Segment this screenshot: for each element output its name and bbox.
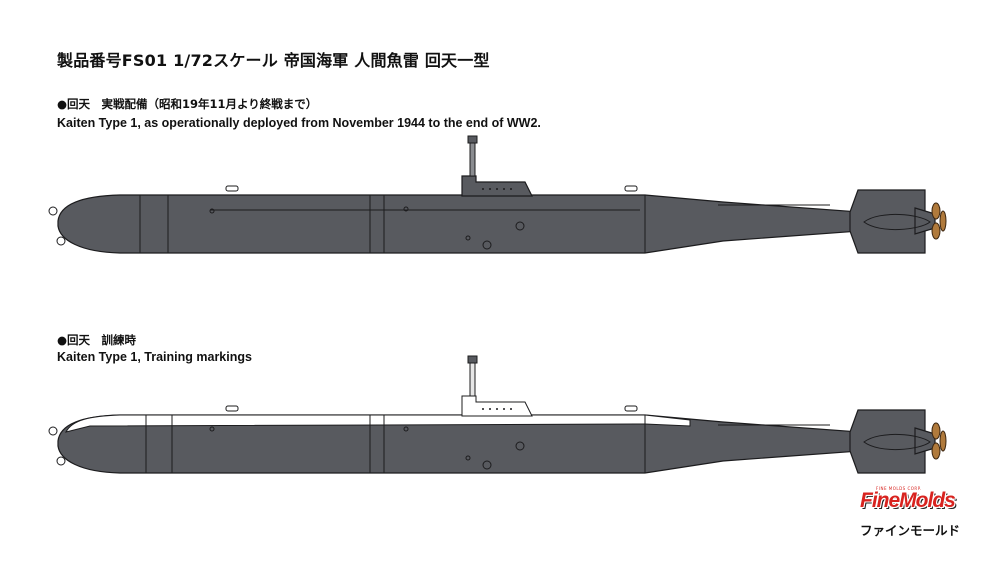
tail-fin xyxy=(849,409,926,474)
logo-wordmark: FineMolds xyxy=(860,489,956,512)
kaiten-operational-profile xyxy=(48,135,947,254)
periscope-head xyxy=(467,135,478,144)
hull-body xyxy=(57,194,861,254)
section-heading-en-training: Kaiten Type 1, Training markings xyxy=(57,350,252,364)
propeller xyxy=(931,422,947,460)
periscope-head xyxy=(467,355,478,364)
periscope xyxy=(469,138,476,177)
training-white-band xyxy=(65,414,691,433)
section-heading-jp-operational: ●回天 実戦配備（昭和19年11月より終戦まで） xyxy=(57,97,318,111)
conning-tower xyxy=(461,395,533,417)
logo-small-text: FINE MOLDS CORP. xyxy=(876,486,922,491)
periscope xyxy=(469,358,476,397)
propeller xyxy=(931,202,947,240)
tail-fin xyxy=(849,189,926,254)
section-heading-en-operational: Kaiten Type 1, as operationally deployed… xyxy=(57,116,541,130)
page-title: 製品番号FS01 1/72スケール 帝国海軍 人間魚雷 回天一型 xyxy=(57,51,490,70)
section-heading-jp-training: ●回天 訓練時 xyxy=(57,333,137,347)
conning-tower xyxy=(461,175,533,197)
finemolds-logo: FINE MOLDS CORP. FineMolds ファインモールド xyxy=(860,486,970,560)
kaiten-training-profile xyxy=(48,355,947,474)
logo-kana: ファインモールド xyxy=(860,523,961,538)
